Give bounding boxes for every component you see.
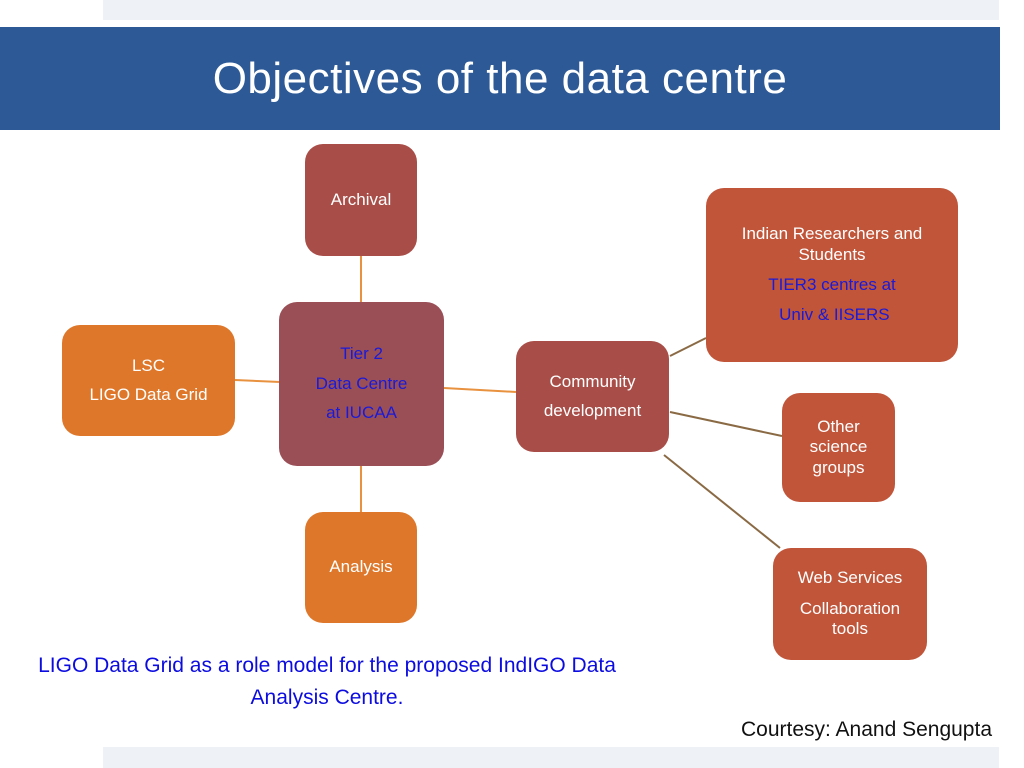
- connector-lsc-tier2: [234, 379, 281, 383]
- footnote-line2: IndIGO Data Analysis Centre.: [250, 654, 616, 709]
- node-web-services: Web Services Collaboration tools: [773, 548, 927, 660]
- node-community-line2: development: [543, 401, 642, 420]
- node-community-line1: Community: [549, 371, 636, 391]
- connector-community-other: [669, 411, 783, 437]
- node-tier2-line3: at IUCAA: [326, 403, 397, 423]
- courtesy-credit: Courtesy: Anand Sengupta: [740, 718, 992, 741]
- footnote: LIGO Data Grid as a role model for the p…: [22, 650, 632, 713]
- node-web-line2: Collaboration tools: [799, 598, 901, 639]
- top-decor-strip: [103, 0, 999, 20]
- node-lsc-line2: LIGO Data Grid: [89, 385, 208, 404]
- connector-community-web: [663, 454, 781, 549]
- title-band: Objectives of the data centre: [0, 27, 1000, 130]
- node-lsc-line1: LSC: [131, 355, 166, 375]
- node-lsc: LSC LIGO Data Grid: [62, 325, 235, 436]
- connector-community-indian: [669, 337, 707, 357]
- node-indian-line2: TIER3 centres at: [768, 275, 896, 294]
- node-tier2-line2: Data Centre: [315, 373, 408, 393]
- node-tier2-data-centre: Tier 2 Data Centre at IUCAA: [279, 302, 444, 466]
- node-indian-line1: Indian Researchers and Students: [741, 224, 923, 264]
- node-analysis: Analysis: [305, 512, 417, 623]
- bottom-decor-strip: [103, 747, 999, 768]
- node-other-line1: Other science groups: [809, 416, 868, 477]
- node-community-development: Community development: [516, 341, 669, 452]
- node-indian-line3: Univ & IISERS: [774, 305, 890, 325]
- node-indian-researchers: Indian Researchers and Students TIER3 ce…: [706, 188, 958, 362]
- node-tier2-line1: Tier 2: [340, 344, 383, 364]
- node-analysis-label: Analysis: [329, 557, 393, 577]
- node-other-science-groups: Other science groups: [782, 393, 895, 502]
- node-archival: Archival: [305, 144, 417, 256]
- slide-title: Objectives of the data centre: [212, 53, 788, 103]
- connector-tier2-community: [443, 387, 517, 393]
- footnote-line1: LIGO Data Grid as a role model for the p…: [38, 654, 493, 677]
- node-web-line1: Web Services: [797, 568, 903, 588]
- node-archival-label: Archival: [330, 189, 392, 209]
